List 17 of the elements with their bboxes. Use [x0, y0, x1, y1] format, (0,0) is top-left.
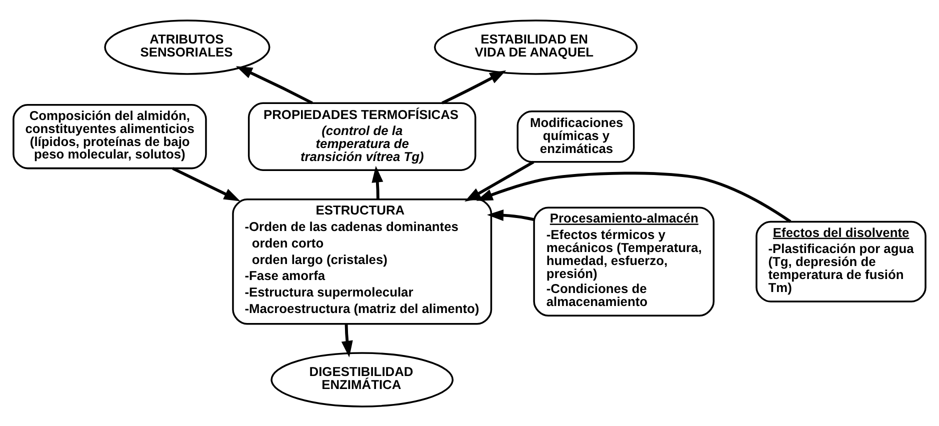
arrow — [464, 160, 534, 202]
arrow — [442, 70, 506, 104]
node-ellipse: DIGESTIBILIDAD ENZIMÁTICA — [270, 352, 454, 407]
node-ellipse: ATRIBUTOS SENSORIALES — [104, 19, 270, 74]
arrow — [476, 171, 792, 222]
node-box: PROPIEDADES TERMOFÍSICAS (control de la temperatura de transición vítrea Tg) — [248, 102, 476, 170]
node-box: Modificaciones químicas y enzimáticas — [516, 110, 635, 162]
node-box: Composición del almidón, constituyentes alimenticios (lípidos, proteínas de bajo peso molecular, solutos) — [12, 104, 207, 169]
node-box: Procesamiento-almacén -Efectos térmicos y mecánicos (Temperatura, humedad, esfuerzo, presión) -Condiciones de almacenamiento — [533, 206, 715, 316]
arrow — [372, 165, 384, 199]
arrow — [236, 66, 313, 104]
arrow — [172, 166, 240, 201]
node-box: ESTRUCTURA -Orden de las cadenas dominantes orden corto orden largo (cristales) -Fase amorfa -Estructura supermolecular -Macroestructura (matriz del alimento) — [232, 198, 492, 324]
arrow — [486, 208, 534, 220]
arrow — [341, 324, 353, 357]
node-box: Efectos del disolvente -Plastificación por agua (Tg, depresión de temperatura de fusión Tm) — [756, 220, 926, 302]
node-ellipse: ESTABILIDAD EN VIDA DE ANAQUEL — [434, 19, 638, 74]
